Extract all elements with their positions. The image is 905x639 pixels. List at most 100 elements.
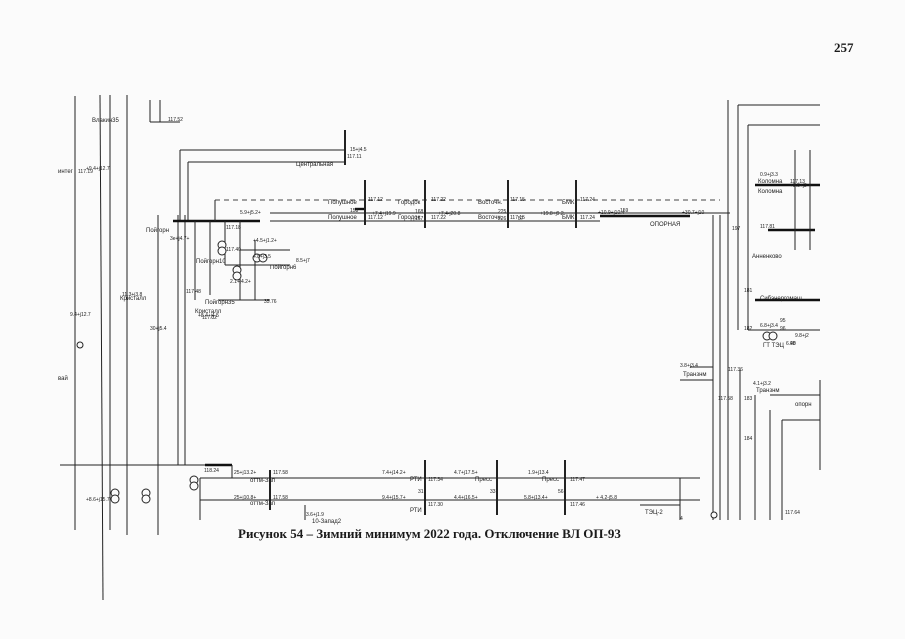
line-number: 95	[780, 318, 786, 324]
power-flow-value: +30.7+j10	[682, 210, 704, 216]
label-poygorn6: Пойгорн6	[270, 264, 297, 271]
line-number: 184	[744, 436, 753, 442]
label-tsentralnaya: Центральная	[296, 162, 333, 168]
line-number: 197	[732, 226, 741, 232]
power-flow-value: 9.4+j12.7	[70, 312, 91, 318]
power-flow-value: 1.9+j13.4	[528, 470, 549, 476]
voltage-value: 117.46	[570, 502, 585, 508]
label-integ: интег	[58, 169, 74, 175]
line-number-labels: 158 159 167 168 225 226 197 181 182 183 …	[350, 208, 796, 522]
label-opornaya: ОПОРНАЯ	[650, 222, 680, 228]
line-number: 56	[558, 489, 564, 495]
power-flow-value: +8.6+j15.7	[86, 497, 110, 503]
line-number: 226	[498, 216, 507, 222]
label-poygorn: Пойгорн	[146, 227, 169, 234]
line-number: 158	[350, 208, 359, 214]
label-tranzhm: Транзнм	[756, 388, 780, 394]
label-tranzhm: Транзнм	[683, 372, 707, 378]
power-flow-value: 25+j13.2+	[234, 470, 256, 476]
voltage-value: 117.52	[168, 117, 183, 123]
line-number: 183	[744, 396, 753, 402]
label-vai: вай	[58, 375, 68, 382]
line-number: 57	[518, 216, 524, 222]
power-flow-value: 5.8+j13.4+	[524, 495, 548, 501]
power-flow-value: 9.4+j15.7+	[382, 495, 406, 501]
voltage-value: 117.48	[186, 289, 201, 295]
voltage-value: 117.34	[428, 477, 443, 483]
line-number: 4	[680, 516, 683, 522]
label-vlakino: Влакин35	[92, 118, 119, 124]
power-flow-value: +19.8+j9.2	[540, 211, 564, 217]
label-annenkovo: Анненково	[752, 254, 782, 260]
voltage-value: 117.15	[510, 197, 525, 203]
voltage-value: 117.12	[368, 215, 383, 221]
power-flow-value: +8.5+j3	[790, 183, 807, 189]
power-flow-value: 4.8+j3.5	[253, 254, 271, 260]
voltage-value: 117.24	[580, 215, 595, 221]
voltage-value: 118.24	[204, 468, 219, 474]
power-flow-value: +9.4+j12.7	[86, 166, 110, 172]
voltage-value: 117.18	[226, 225, 241, 231]
label-ottm: оттм-Зап	[250, 478, 275, 484]
voltage-value: 117.81	[760, 224, 775, 230]
line-number: 31	[418, 489, 424, 495]
flow-labels: 15+j4.5 +7.4+j19.9 +7.4-j20.8 +19.8+j9.2…	[70, 147, 809, 518]
line-number: 96	[780, 326, 786, 332]
power-flow-value: 2.1+j4.2+	[230, 279, 251, 285]
voltage-value: 117.22	[431, 197, 446, 203]
voltage-value: 117.58	[273, 470, 288, 476]
power-flow-value: 5.9+j5.2+	[240, 210, 261, 216]
line-number: 33	[490, 489, 496, 495]
voltage-value: 35.76	[264, 299, 277, 305]
voltage-value: 117.19	[78, 169, 93, 175]
power-flow-value: 4.4+j16.5+	[454, 495, 478, 501]
label-vostochnaya: Восточн.	[478, 200, 503, 206]
label-rti: Пресс	[475, 477, 492, 483]
label-polushnoe: Полушное	[328, 200, 357, 206]
label-bmk: БМК	[562, 200, 575, 206]
label-polushnoe: Полушное	[328, 215, 357, 221]
label-bmk: БМК	[562, 215, 575, 221]
voltage-value: 6.40	[786, 341, 796, 347]
power-flow-value: 11.3+j3.8	[122, 292, 143, 298]
transformer-icon	[110, 494, 120, 504]
power-flow-value: 3.6+j1.9	[306, 512, 324, 518]
voltage-value: 117.24	[580, 197, 595, 203]
voltage-value: 117.22	[431, 215, 446, 221]
label-kristall: Кристалл	[195, 309, 222, 315]
power-flow-value: 0.9+j3.3	[760, 172, 778, 178]
line-number: 168	[415, 209, 424, 215]
power-flow-value: 7.4+j14.2+	[382, 470, 406, 476]
power-flow-value: 3.8+j3.4	[680, 363, 698, 369]
label-opornaya-right: опорн	[795, 402, 812, 408]
label-zapad: 10-Запад2	[312, 519, 342, 525]
power-flow-value: +8.4+j4.5	[198, 313, 219, 319]
voltage-value: 117.11	[347, 154, 362, 160]
power-flow-value: 6.8+j3.4	[760, 323, 778, 329]
page-number: 257	[834, 40, 854, 55]
line-number: 159	[620, 208, 629, 214]
diagram-lines	[60, 94, 821, 601]
label-kolomna: Коломна	[758, 179, 783, 185]
line-number: 181	[744, 288, 753, 294]
label-vostochnaya: Восточн.	[478, 215, 503, 221]
voltage-value: 117.47	[570, 477, 585, 483]
transformer-icon	[258, 253, 268, 263]
line-number: 182	[744, 326, 753, 332]
transformer-icon	[76, 341, 84, 349]
voltage-value: 117.58	[273, 495, 288, 501]
power-flow-value: 25+j10.8+	[234, 495, 256, 501]
line-number: 225	[498, 209, 507, 215]
voltage-value: 117.30	[428, 502, 443, 508]
transformer-icon	[217, 246, 227, 256]
label-kolomna: Коломна	[758, 189, 783, 195]
power-flow-value: 3e+j4.7+	[170, 236, 190, 242]
power-flow-value: +7.4-j20.8	[438, 211, 461, 217]
label-rti: РТИ	[410, 477, 422, 483]
power-flow-value: 4.7+j17.5+	[454, 470, 478, 476]
voltage-labels: 117.11 117.12 117.12 117.22 117.22 117.1…	[78, 117, 805, 516]
power-flow-value: 8.5+j7	[296, 258, 310, 264]
transformer-icon	[189, 481, 199, 491]
label-rti: РТИ	[410, 508, 422, 514]
voltage-value: 117.40	[226, 247, 241, 253]
